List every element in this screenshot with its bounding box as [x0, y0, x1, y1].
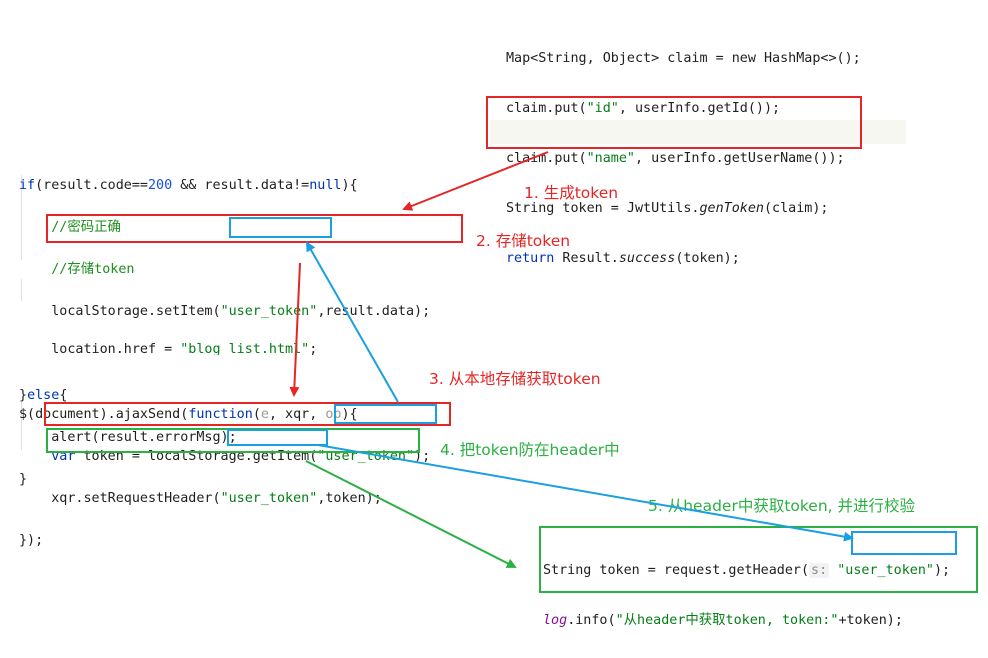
current-line-highlight: [490, 120, 906, 144]
indent-guide: [21, 175, 22, 260]
get-header-box: [539, 526, 978, 593]
code-line-claim-name: claim.put("name", userInfo.getUserName()…: [506, 151, 845, 166]
code-line-return: return Result.success(token);: [506, 251, 740, 266]
code-line-ajax-close: });: [19, 533, 44, 548]
code-line-ajax-send: $(document).ajaxSend(function(e, xqr, op…: [19, 407, 358, 422]
code-line-close: }: [19, 472, 28, 487]
code-line-gen-token: String token = JwtUtils.genToken(claim);: [506, 201, 829, 216]
js-login-code: if(result.code==200 && result.data!=null…: [19, 154, 430, 511]
code-line-alert: alert(result.errorMsg);: [51, 430, 237, 445]
arrow-header-key-to-server-key: [317, 444, 854, 542]
get-item-box: [44, 402, 451, 426]
flow-arrows: [289, 151, 854, 568]
code-line-set-item: localStorage.setItem("user_token",result…: [51, 304, 431, 319]
code-line-claim-map: Map<String, Object> claim = new HashMap<…: [506, 51, 861, 66]
set-header-key-box: [227, 429, 328, 446]
js-ajax-code: $(document).ajaxSend(function(e, xqr, op…: [19, 383, 430, 572]
step-3-label: 3. 从本地存储获取token: [429, 370, 601, 388]
code-line-claim-id: claim.put("id", userInfo.getId());: [506, 101, 781, 116]
get-item-key-box: [334, 404, 437, 424]
arrow-generate-to-store: [402, 151, 549, 211]
arrow-set-header-to-server: [305, 460, 517, 568]
indent-guide: [21, 402, 22, 450]
step-2-label: 2. 存储token: [476, 232, 571, 250]
code-comment-password: //密码正确: [51, 220, 121, 235]
get-header-key-box: [851, 531, 957, 555]
code-line-location: location.href = "blog_list.html";: [51, 343, 318, 355]
code-line-set-header: xqr.setRequestHeader("user_token",token)…: [51, 491, 382, 506]
code-line-else: }else{: [19, 388, 68, 403]
gen-token-box: [486, 96, 862, 149]
code-line-get-header: String token = request.getHeader(s: "use…: [543, 563, 951, 578]
step-1-label: 1. 生成token: [524, 184, 619, 202]
arrow-get-key-to-set-key: [306, 241, 399, 403]
set-item-key-box: [229, 217, 332, 238]
indent-guide: [21, 279, 22, 301]
set-item-box: [46, 214, 463, 243]
step-5-label: 5. 从header中获取token, 并进行校验: [648, 497, 916, 515]
java-token-code: Map<String, Object> claim = new HashMap<…: [506, 21, 861, 296]
param-hint: s:: [809, 563, 830, 578]
step-4-label: 4. 把token防在header中: [440, 441, 620, 459]
code-comment-store: //存储token: [51, 262, 135, 277]
arrow-store-to-get: [289, 262, 301, 397]
code-line-if: if(result.code==200 && result.data!=null…: [19, 178, 358, 193]
